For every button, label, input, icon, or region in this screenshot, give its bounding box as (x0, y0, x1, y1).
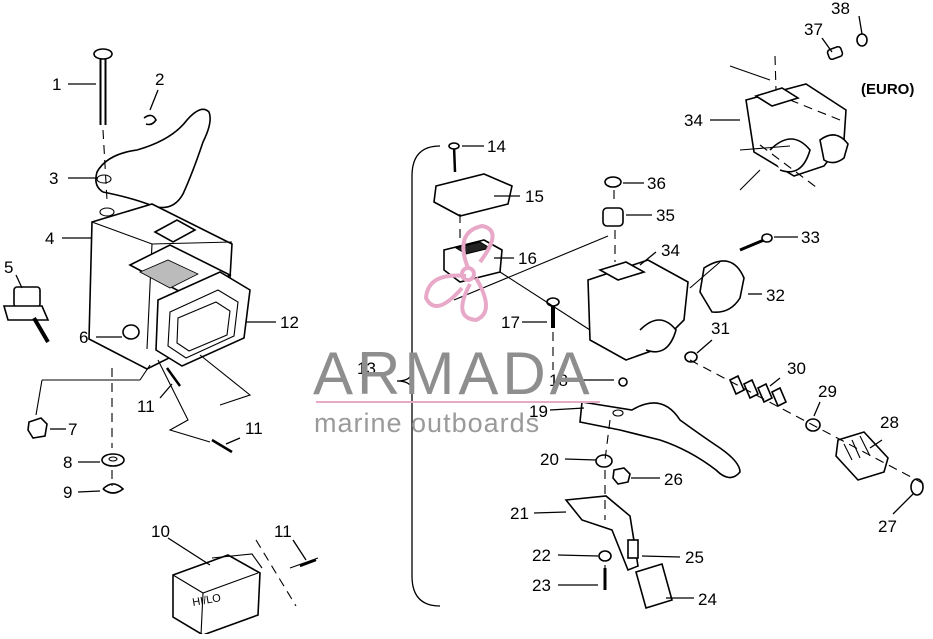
callout-28: 28 (880, 413, 899, 432)
switch-bracket-part (564, 495, 639, 572)
callout-34: 34 (661, 241, 680, 260)
callout-35: 35 (656, 206, 675, 225)
left-assembly (2, 48, 252, 494)
euro-label: (EURO) (861, 81, 914, 98)
callout-25: 25 (685, 548, 704, 567)
callout-18: 18 (549, 371, 568, 390)
watermark-tagline: marine outboards (314, 408, 540, 438)
watermark-brand: ARMADA (313, 340, 594, 407)
switch-text: HI/LO (191, 592, 222, 609)
pin-part (93, 48, 113, 125)
callout-34-euro: 34 (684, 111, 703, 130)
seal-part (602, 207, 624, 227)
eclip-part (102, 483, 125, 494)
switch-tag-part (635, 562, 673, 610)
nut-part (27, 417, 48, 439)
callout-21: 21 (510, 504, 529, 523)
lever-part (95, 108, 211, 209)
grommet-part (122, 324, 140, 340)
callout-7: 7 (68, 420, 77, 439)
spring-part (728, 374, 788, 408)
armada-watermark: ARMADA marine outboards (313, 223, 600, 438)
callout-26: 26 (664, 470, 683, 489)
callout-17: 17 (501, 313, 520, 332)
callout-6: 6 (79, 328, 88, 347)
callout-37: 37 (804, 20, 823, 39)
callout-30: 30 (787, 359, 806, 378)
callout-22: 22 (532, 546, 551, 565)
callout-38: 38 (831, 0, 850, 18)
callout-8: 8 (63, 453, 72, 472)
callout-19: 19 (529, 402, 548, 421)
master-cylinder-part (587, 259, 689, 361)
washer-part-36 (604, 176, 622, 188)
callout-11b: 11 (245, 419, 263, 438)
callout-15: 15 (525, 187, 544, 206)
brake-lever-part (579, 401, 741, 479)
screw-part (165, 367, 182, 387)
screw-part (211, 438, 233, 454)
callout-13: 13 (357, 359, 376, 378)
clip-part (143, 114, 157, 126)
callout-36: 36 (647, 174, 666, 193)
callout-10: 10 (151, 522, 170, 541)
knob-part (2, 286, 50, 344)
callout-labels: 1 2 3 4 5 6 7 8 9 10 11 11 11 12 13 14 1… (4, 0, 914, 609)
callout-16: 16 (518, 249, 537, 268)
callout-1: 1 (52, 75, 61, 94)
callout-32: 32 (766, 286, 785, 305)
propeller-logo (423, 223, 495, 323)
callout-20: 20 (540, 450, 559, 469)
callout-9: 9 (63, 483, 72, 502)
callout-24: 24 (698, 590, 717, 609)
bracket-13 (396, 145, 441, 607)
callout-4: 4 (45, 229, 54, 248)
callout-3: 3 (49, 169, 58, 188)
callout-11a: 11 (137, 397, 155, 416)
callout-2: 2 (155, 70, 164, 89)
euro-inset (729, 33, 868, 191)
callout-27: 27 (878, 517, 897, 536)
washer-part (101, 453, 125, 467)
callout-11c: 11 (274, 522, 292, 541)
callout-14: 14 (487, 137, 506, 156)
callout-23: 23 (532, 576, 551, 595)
callout-5: 5 (4, 258, 13, 277)
callout-31: 31 (711, 319, 730, 338)
callout-12: 12 (280, 313, 299, 332)
hilo-switch: HI/LO (172, 539, 319, 636)
callout-29: 29 (818, 382, 837, 401)
clamp-part (699, 260, 745, 314)
callout-33: 33 (801, 228, 820, 247)
cover-part (433, 173, 513, 217)
